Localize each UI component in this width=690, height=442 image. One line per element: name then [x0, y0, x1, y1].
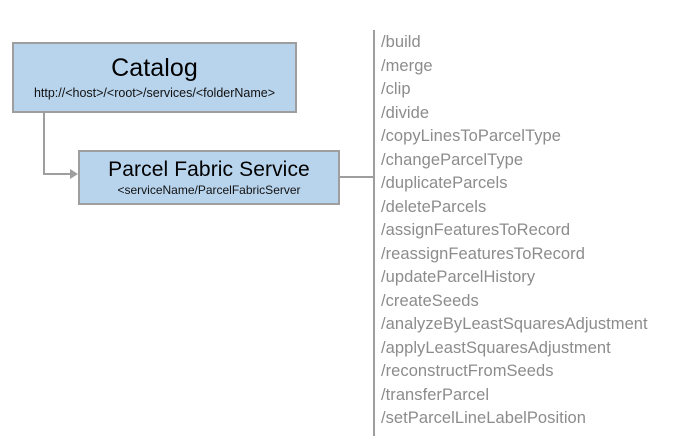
list-item: /copyLinesToParcelType [381, 127, 561, 145]
list-item: /reassignFeaturesToRecord [381, 244, 585, 263]
list-item: /assignFeaturesToRecord [381, 221, 571, 239]
catalog-to-service-vertical-connector [43, 113, 45, 175]
list-item: /setParcelLineLabelPosition [381, 409, 586, 427]
catalog-to-service-horizontal-connector [43, 173, 72, 175]
service-to-operations-connector [340, 176, 374, 178]
parcel-fabric-service-node: Parcel Fabric Service <serviceName/Parce… [78, 150, 340, 205]
list-item: /applyLeastSquaresAdjustment [381, 338, 611, 357]
list-item: /deleteParcels [381, 197, 487, 216]
list-item: /changeParcelType [381, 150, 524, 169]
list-item: /merge [381, 56, 433, 75]
operations-divider [373, 30, 375, 436]
list-item: /createSeeds [381, 291, 479, 310]
parcel-fabric-service-node-path: <serviceName/ParcelFabricServer [117, 182, 301, 197]
list-item: /updateParcelHistory [381, 268, 536, 286]
list-item: /duplicateParcels [381, 174, 508, 192]
arrow-right-icon [70, 169, 78, 179]
list-item: /analyzeByLeastSquaresAdjustment [381, 315, 648, 333]
catalog-node: Catalog http://<host>/<root>/services/<f… [12, 42, 297, 113]
operations-list: /build /merge /clip /divide /copyLinesTo… [381, 31, 681, 431]
catalog-node-url: http://<host>/<root>/services/<folderNam… [33, 86, 276, 100]
list-item: /reconstructFromSeeds [381, 362, 554, 380]
list-item: /transferParcel [381, 385, 490, 404]
catalog-node-title: Catalog [111, 54, 198, 82]
list-item: /clip [381, 80, 411, 98]
parcel-fabric-service-node-title: Parcel Fabric Service [108, 157, 310, 181]
list-item: /build [381, 33, 421, 51]
list-item: /divide [381, 103, 430, 122]
